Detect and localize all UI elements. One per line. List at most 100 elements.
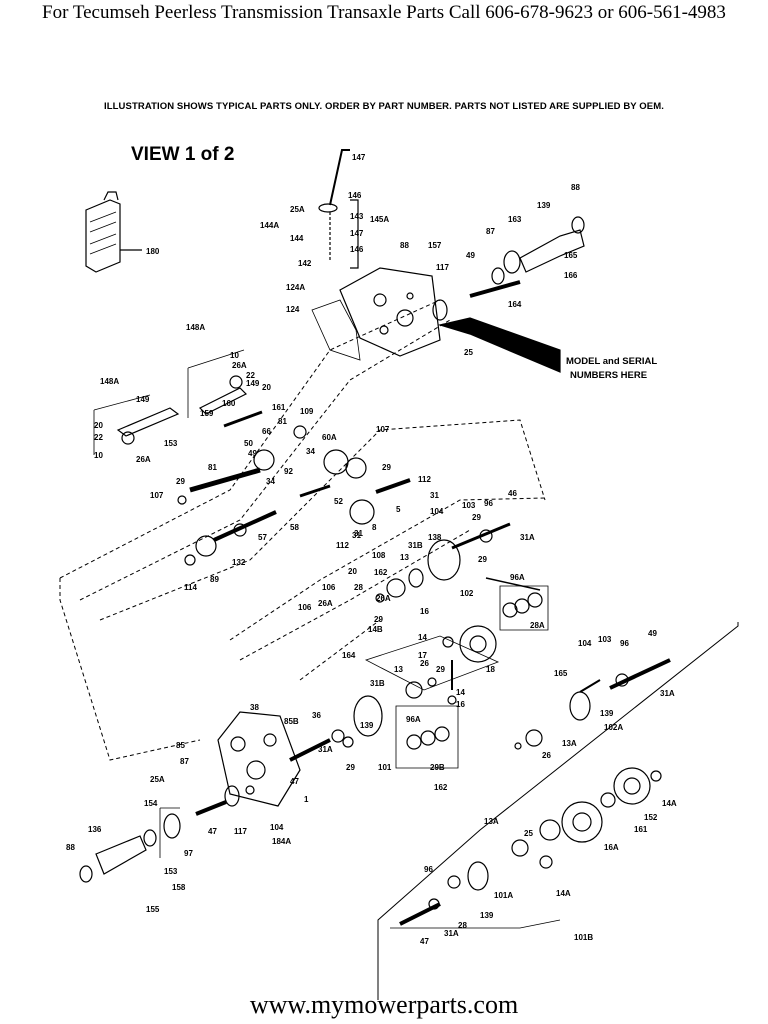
part-callout-label: 29: [472, 513, 481, 522]
part-callout-label: 22: [94, 433, 103, 442]
part-callout-label: 117: [436, 263, 449, 272]
part-callout-label: 96: [424, 865, 433, 874]
shift-fork-assembly-icon: [364, 625, 500, 705]
part-callout-label: 29B: [430, 763, 445, 772]
part-callout-label: 34: [306, 447, 315, 456]
part-callout-label: 28: [458, 921, 467, 930]
part-callout-label: 159: [200, 409, 214, 418]
part-callout-label: 101A: [494, 891, 513, 900]
part-callout-label: 85: [176, 741, 185, 750]
part-callout-label: 29: [478, 555, 487, 564]
part-callout-label: 109: [300, 407, 314, 416]
part-callout-label: 49: [466, 251, 475, 260]
part-callout-label: 13A: [562, 739, 577, 748]
part-callout-label: 20: [94, 421, 103, 430]
part-callout-label: 124A: [286, 283, 305, 292]
part-callout-label: 20: [262, 383, 271, 392]
part-callout-label: 14: [456, 688, 465, 697]
part-callout-label: 132: [232, 558, 246, 567]
part-callout-label: 25: [464, 348, 473, 357]
part-callout-label: 13: [400, 553, 409, 562]
part-callout-label: 148A: [186, 323, 205, 332]
part-callout-label: 88: [66, 843, 75, 852]
part-callout-label: 104: [430, 507, 444, 516]
part-callout-label: 153: [164, 867, 178, 876]
part-callout-label: 101B: [574, 933, 593, 942]
part-callout-label: 16: [456, 700, 465, 709]
part-callout-label: 49: [248, 449, 257, 458]
part-callout-label: 25A: [290, 205, 305, 214]
part-callout-label: 29: [436, 665, 445, 674]
part-callout-label: 81: [278, 417, 287, 426]
part-callout-label: 26: [420, 659, 429, 668]
part-callout-label: 162: [434, 783, 448, 792]
part-callout-label: 139: [360, 721, 374, 730]
part-callout-label: 161: [272, 403, 286, 412]
part-callout-label: 26A: [318, 599, 333, 608]
part-callout-label: 138: [428, 533, 442, 542]
part-callout-label: 145A: [370, 215, 389, 224]
part-callout-label: 97: [184, 849, 193, 858]
part-callout-label: 96A: [406, 715, 421, 724]
part-callout-label: 88: [571, 183, 580, 192]
part-callout-label: 31: [430, 491, 439, 500]
part-callout-label: 117: [234, 827, 247, 836]
part-callout-label: 147: [352, 153, 366, 162]
part-callout-label: 28A: [530, 621, 545, 630]
part-callout-label: 106: [322, 583, 336, 592]
part-callout-label: 157: [428, 241, 442, 250]
part-callout-label: 31B: [370, 679, 385, 688]
part-callout-label: 29: [176, 477, 185, 486]
part-callout-label: 31A: [520, 533, 535, 542]
part-callout-label: 29: [374, 615, 383, 624]
part-callout-label: 180: [146, 247, 160, 256]
part-callout-label: 165: [564, 251, 578, 260]
part-callout-label: 165: [554, 669, 568, 678]
part-callout-label: 139: [480, 911, 494, 920]
part-callout-label: 112: [418, 475, 431, 484]
part-callout-label: 162: [374, 568, 388, 577]
part-callout-label: 89: [210, 575, 219, 584]
part-callout-label: 87: [486, 227, 495, 236]
part-callout-label: 8: [372, 523, 377, 532]
part-callout-label: 58: [290, 523, 299, 532]
part-callout-label: 57: [258, 533, 267, 542]
part-callout-label: 28: [354, 583, 363, 592]
part-callout-label: 66: [262, 427, 271, 436]
part-callout-label: 47: [208, 827, 217, 836]
part-callout-label: 103: [462, 501, 476, 510]
part-callout-label: 31: [354, 529, 363, 538]
part-callout-label: 184A: [272, 837, 291, 846]
part-callout-label: 85B: [284, 717, 299, 726]
part-callout-label: 25: [524, 829, 533, 838]
part-callout-label: 149: [246, 379, 260, 388]
part-callout-label: 102A: [604, 723, 623, 732]
part-callout-label: 29: [382, 463, 391, 472]
part-callout-label: 147: [350, 229, 364, 238]
part-callout-label: 34: [266, 477, 275, 486]
part-callout-label: 20: [348, 567, 357, 576]
output-shaft-left-icon: [79, 785, 240, 883]
part-callout-label: 87: [180, 757, 189, 766]
part-callout-label: 164: [508, 300, 522, 309]
gear-train-icon: [177, 425, 411, 566]
part-callout-label: 164: [342, 651, 356, 660]
part-callout-label: 148A: [100, 377, 119, 386]
part-callout-label: 88: [400, 241, 409, 250]
part-callout-label: 104: [578, 639, 592, 648]
part-callout-label: 31A: [660, 689, 675, 698]
part-callout-label: 107: [376, 425, 390, 434]
upper-housing-icon: [339, 267, 441, 357]
part-callout-label: 1: [304, 795, 309, 804]
lower-housing-icon: [217, 695, 459, 807]
part-callout-label: 46: [508, 489, 517, 498]
part-callout-label: 5: [396, 505, 401, 514]
shift-lever-icon: [318, 149, 350, 260]
part-callout-label: 163: [508, 215, 522, 224]
header-title: For Tecumseh Peerless Transmission Trans…: [42, 2, 726, 23]
center-gear-cluster-icon: [375, 522, 549, 631]
part-callout-label: 144A: [260, 221, 279, 230]
part-callout-label: 60A: [322, 433, 337, 442]
part-callout-label: 26A: [376, 594, 391, 603]
